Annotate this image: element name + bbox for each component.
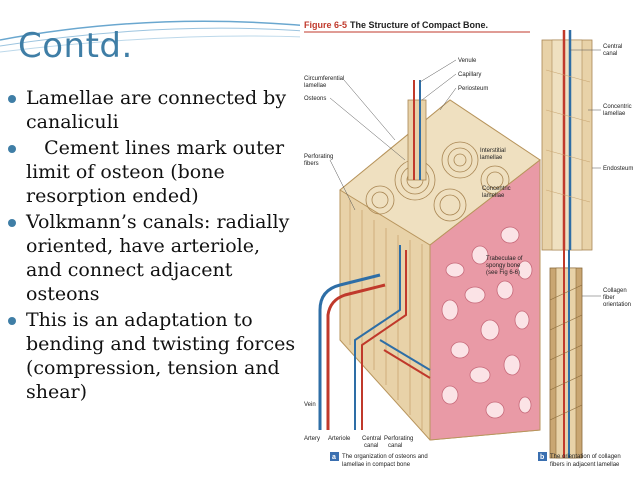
- label-concentric-2: lamellae: [482, 193, 505, 199]
- label-collagen: Collagen: [603, 288, 627, 294]
- label-collagen-3: orientation: [603, 302, 631, 308]
- label-perforating-canal: Perforating: [384, 436, 413, 442]
- label-perforating-fibers: Perforating: [304, 154, 333, 160]
- label-venule: Venule: [458, 58, 477, 64]
- bullet-item: Volkmann’s canals: radially oriented, ha…: [8, 210, 298, 306]
- label-central-canal: Central: [362, 436, 381, 442]
- bullet-dot: [8, 145, 16, 153]
- label-capillary: Capillary: [458, 72, 481, 78]
- label-circumferential: Circumferential: [304, 76, 344, 82]
- bullet-dot: [8, 317, 16, 325]
- compact-bone-figure: Figure 6-5 The Structure of Compact Bone…: [300, 10, 638, 478]
- caption-a-box: [330, 452, 339, 461]
- label-osteons: Osteons: [304, 96, 326, 102]
- figure-number: Figure 6-5: [304, 20, 347, 30]
- label-perforating-fibers-2: fibers: [304, 161, 319, 167]
- bullet-item: Cement lines mark outer limit of osteon …: [8, 136, 298, 208]
- bullet-dot: [8, 219, 16, 227]
- label-vein: Vein: [304, 402, 316, 408]
- label-interstitial-2: lamellae: [480, 155, 503, 161]
- label-trabeculae-3: (see Fig 6-6): [486, 270, 520, 276]
- label-collagen-2: fiber: [603, 295, 615, 301]
- label-arteriole: Arteriole: [328, 436, 351, 442]
- label-perforating-canal-2: canal: [388, 443, 402, 449]
- label-trabeculae: Trabeculae of: [486, 256, 523, 262]
- label-artery: Artery: [304, 436, 320, 442]
- slide-title: Contd.: [18, 26, 133, 66]
- label-right-central: Central: [603, 44, 622, 50]
- caption-a-letter: a: [332, 454, 336, 461]
- bullet-dot: [8, 95, 16, 103]
- compact-bone-illustration: Figure 6-5 The Structure of Compact Bone…: [300, 10, 638, 478]
- osteon-column: [541, 30, 593, 459]
- figure-heading: The Structure of Compact Bone.: [350, 20, 488, 30]
- label-right-concentric: Concentric: [603, 104, 632, 110]
- label-interstitial: Interstitial: [480, 148, 506, 154]
- label-concentric: Concentric: [482, 186, 511, 192]
- label-right-concentric-2: lamellae: [603, 111, 626, 117]
- label-right-central-2: canal: [603, 51, 617, 57]
- bullet-text: Volkmann’s canals: radially oriented, ha…: [26, 211, 290, 305]
- bullet-item: This is an adaptation to bending and twi…: [8, 308, 298, 404]
- bone-wedge: [318, 80, 541, 441]
- caption-b-line1: The orientation of collagen: [550, 454, 621, 460]
- caption-a-line1: The organization of osteons and: [342, 454, 428, 460]
- caption-b-letter: b: [540, 454, 544, 461]
- bullet-text: This is an adaptation to bending and twi…: [26, 309, 296, 403]
- bullet-list: Lamellae are connected by canaliculi Cem…: [8, 86, 298, 406]
- label-periosteum: Periosteum: [458, 86, 488, 92]
- caption-b-line2: fibers in adjacent lamellae: [550, 462, 620, 468]
- label-trabeculae-2: spongy bone: [486, 263, 521, 269]
- label-endosteum: Endosteum: [603, 166, 633, 172]
- caption-a-line2: lamellae in compact bone: [342, 462, 411, 468]
- bullet-text: Lamellae are connected by canaliculi: [26, 87, 287, 133]
- caption-b-box: [538, 452, 547, 461]
- bullet-item: Lamellae are connected by canaliculi: [8, 86, 298, 134]
- label-circumferential-2: lamellae: [304, 83, 327, 89]
- bullet-text: Cement lines mark outer limit of osteon …: [26, 137, 297, 207]
- label-central-canal-2: canal: [364, 443, 378, 449]
